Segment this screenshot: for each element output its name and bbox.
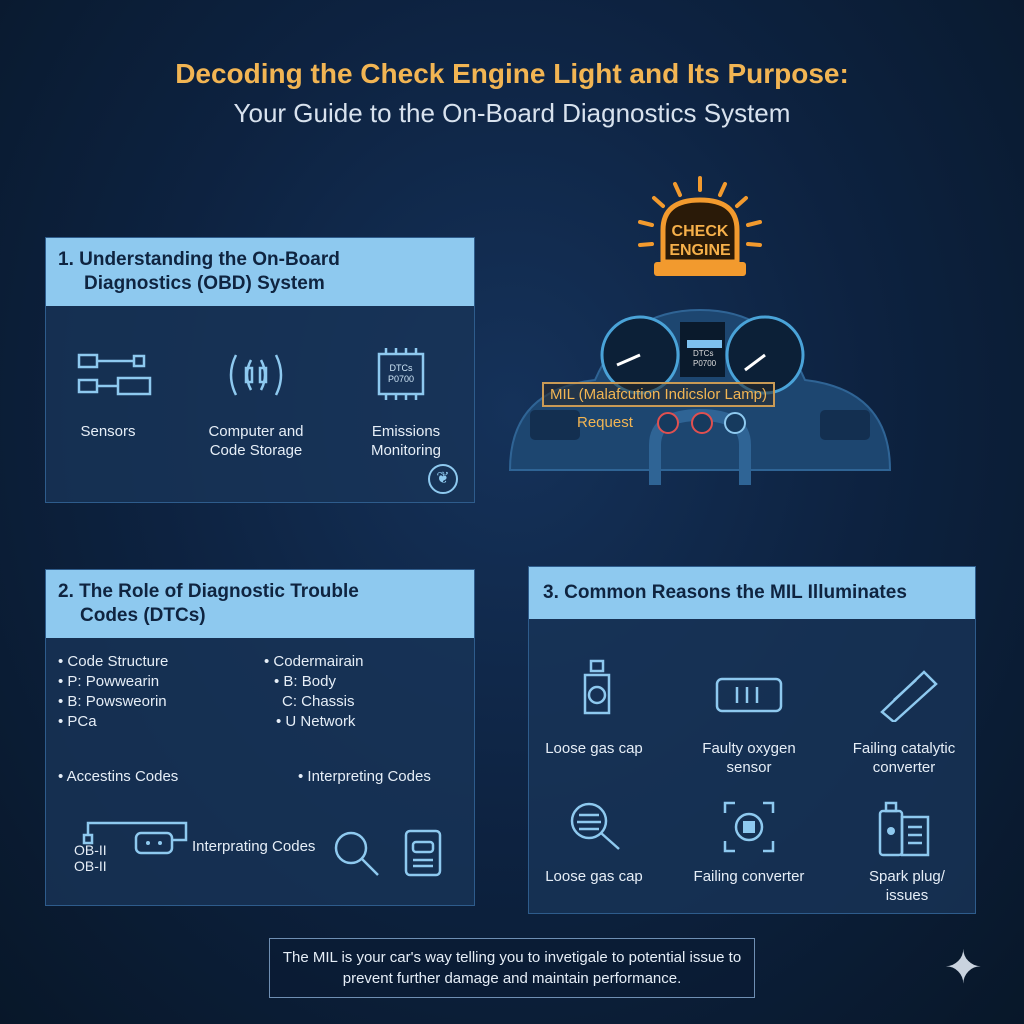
spark-plug-icon: [874, 799, 934, 864]
list-item: U Network: [264, 712, 363, 732]
list-item: P: Powwearin: [58, 672, 168, 692]
list-item: B: Body: [264, 672, 363, 692]
list-item: B: Powsweorin: [58, 692, 168, 712]
magnifier-icon: [331, 828, 383, 885]
list-item: C: Chassis: [282, 693, 355, 710]
reason-label: Failing converter: [693, 868, 805, 885]
heading-line: 1. Understanding the On-Board: [58, 249, 340, 270]
reason-label: Loose gas cap: [545, 868, 643, 885]
sensors-label: Sensors: [80, 423, 136, 440]
obd-label: OB-II: [74, 858, 107, 874]
lamp-text-2: ENGINE: [669, 242, 731, 259]
heading-line: 2. The Role of Diagnostic Trouble: [58, 581, 359, 602]
heading-line: Diagnostics (OBD) System: [84, 273, 325, 294]
code-category-list: Codermairain B: Body C: Chassis U Networ…: [264, 652, 363, 732]
magnifier-icon: [567, 799, 627, 860]
accessing-codes: Accestins Codes: [58, 768, 179, 785]
reason-label: Faulty oxygen sensor: [702, 740, 796, 776]
chip-text: DTCs: [389, 363, 413, 373]
footer-note: The MIL is your car's way telling you to…: [269, 938, 755, 998]
computer-chip-icon: [221, 350, 291, 405]
mil-label: MIL (Malafcution Indicslor Lamp): [542, 382, 776, 407]
list-item: PCa: [58, 712, 168, 732]
sensors-icon: [74, 350, 158, 405]
interpreting-codes: Interpreting Codes: [298, 768, 430, 785]
scanner-device-icon: [403, 828, 443, 883]
reason-label: Spark plug/ issues: [869, 868, 945, 904]
display-text-2: P0700: [693, 359, 717, 368]
lamp-text-1: CHECK: [671, 223, 729, 240]
computer-label: Computer and Code Storage: [208, 423, 304, 459]
oxygen-sensor-icon: [709, 675, 789, 720]
section-reasons: 3. Common Reasons the MIL Illuminates Lo…: [528, 566, 976, 914]
code-structure-list: Code Structure P: Powwearin B: Powsweori…: [58, 652, 168, 732]
catalytic-converter-icon: [874, 662, 944, 727]
obd-connector-icon: [76, 815, 191, 870]
check-engine-lamp-icon: CHECK ENGINE: [630, 170, 770, 290]
leaf-icon: ❦: [428, 464, 458, 494]
title-line2: Your Guide to the On-Board Diagnostics S…: [233, 98, 791, 128]
converter-icon: [721, 799, 777, 860]
section-reasons-heading: 3. Common Reasons the MIL Illuminates: [529, 567, 975, 619]
tool-label: Interprating Codes: [192, 838, 316, 855]
title-line1: Decoding the Check Engine Light and Its …: [175, 58, 849, 89]
list-item: Code Structure: [58, 652, 168, 672]
reason-label: Loose gas cap: [545, 740, 643, 757]
request-label: Request: [577, 414, 633, 431]
display-text-1: DTCs: [693, 349, 714, 358]
heading-line: Codes (DTCs): [80, 605, 206, 626]
reason-label: Failing catalytic converter: [852, 740, 956, 776]
emissions-label: Emissions Monitoring: [370, 423, 442, 459]
list-item: Codermairain: [264, 652, 363, 672]
obd-label: OB-II: [74, 842, 107, 858]
chip-text: P0700: [387, 374, 415, 384]
sparkle-icon: ✦: [944, 941, 983, 993]
gas-cap-icon: [579, 657, 615, 722]
